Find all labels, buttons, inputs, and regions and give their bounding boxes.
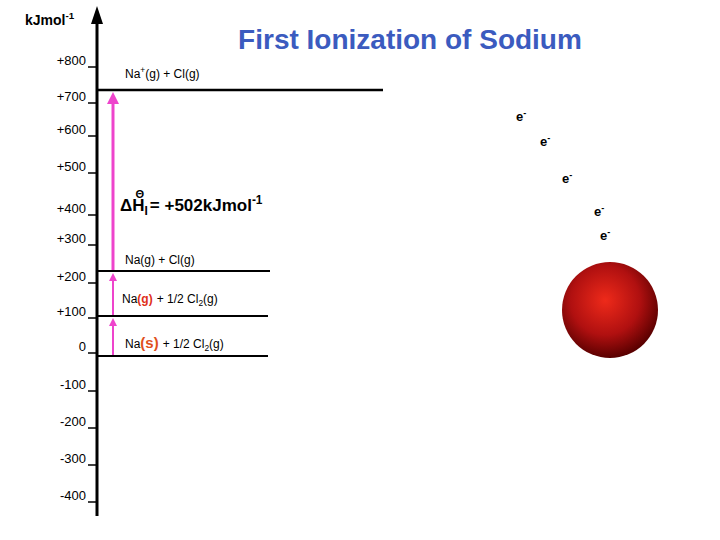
tick-value: +500	[57, 159, 86, 174]
energy-level	[97, 355, 268, 357]
charge: -	[607, 227, 610, 237]
label-text: Na	[125, 337, 140, 351]
energy-level	[97, 270, 270, 272]
tick-label: +300	[14, 232, 86, 247]
label-text: (s)	[140, 334, 158, 351]
step-arrow	[112, 324, 114, 355]
arrowhead	[107, 92, 119, 104]
level-label: Na(s) + 1/2 Cl2(g)	[125, 334, 224, 354]
tick-value: +600	[57, 122, 86, 137]
level-label: Na+(g) + Cl(g)	[125, 66, 200, 82]
y-axis	[96, 22, 99, 516]
label-text: kJmol	[25, 12, 65, 28]
charge: -	[569, 170, 572, 180]
electron-label: e-	[516, 108, 526, 125]
tick-value: -200	[60, 414, 86, 429]
electron: e	[540, 134, 547, 149]
label-text: -1	[65, 10, 74, 21]
label-text: = +502kJmol	[150, 196, 252, 215]
tick-label: +100	[14, 305, 86, 320]
label-text: I	[145, 204, 148, 218]
step-arrow	[112, 280, 114, 315]
tick-value: 0	[79, 339, 86, 354]
tick-label: 0	[14, 340, 86, 355]
tick-value: +700	[57, 89, 86, 104]
label-text: (g)	[209, 337, 224, 351]
tick-value: +400	[57, 201, 86, 216]
enthalpy-label: ΔHΘI= +502kJmol-1	[120, 194, 262, 219]
label-text: +	[140, 65, 145, 75]
energy-level	[97, 315, 268, 317]
label-text: (g)	[137, 292, 152, 306]
label-text: Na(g) + Cl(g)	[125, 253, 195, 267]
tick-label: -300	[14, 452, 86, 467]
label-text: (g)	[203, 292, 218, 306]
tick-label: +200	[14, 270, 86, 285]
label-text: (g) + Cl(g)	[145, 67, 199, 81]
label-text: + 1/2 Cl	[163, 337, 205, 351]
arrowhead	[109, 318, 117, 326]
label-text: 2	[204, 343, 209, 353]
tick-label: -200	[14, 415, 86, 430]
tick-value: -300	[60, 451, 86, 466]
label-text: ΔH	[120, 196, 145, 215]
electron: e	[562, 171, 569, 186]
level-label: Na(g) + Cl(g)	[125, 254, 195, 268]
electron-label: e-	[540, 133, 550, 150]
charge: -	[523, 108, 526, 118]
tick-value: -100	[60, 377, 86, 392]
axis-unit: kJmol-1	[25, 10, 74, 28]
sodium-ion-sphere	[562, 262, 658, 358]
tick-label: -400	[14, 489, 86, 504]
title: First Ionization of Sodium	[200, 24, 620, 56]
tick-value: +100	[57, 304, 86, 319]
label-text: Na	[122, 292, 137, 306]
label-text: -1	[252, 193, 263, 207]
charge: -	[601, 203, 604, 213]
tick-label: +800	[14, 54, 86, 69]
label-text: 2	[198, 298, 203, 308]
tick-value: +800	[57, 53, 86, 68]
electron-label: e-	[562, 170, 572, 187]
label-text: Na	[125, 67, 140, 81]
tick-label: +500	[14, 160, 86, 175]
axis-ticks	[88, 67, 96, 502]
tick-value: -400	[60, 488, 86, 503]
ionization-arrow	[112, 102, 115, 270]
tick-label: +400	[14, 202, 86, 217]
tick-value: +300	[57, 231, 86, 246]
energy-level	[97, 89, 383, 92]
electron: e	[594, 204, 601, 219]
tick-label: +600	[14, 123, 86, 138]
axis-arrowhead	[91, 6, 103, 24]
tick-label: +700	[14, 90, 86, 105]
electron-label: e-	[600, 227, 610, 244]
electron: e	[600, 228, 607, 243]
electron: e	[516, 109, 523, 124]
level-label: Na(g)+ 1/2 Cl2(g)	[122, 293, 218, 309]
tick-label: -100	[14, 378, 86, 393]
tick-value: +200	[57, 269, 86, 284]
label-text: + 1/2 Cl	[157, 292, 199, 306]
charge: -	[547, 133, 550, 143]
arrowhead	[109, 273, 117, 281]
electron-label: e-	[594, 203, 604, 220]
